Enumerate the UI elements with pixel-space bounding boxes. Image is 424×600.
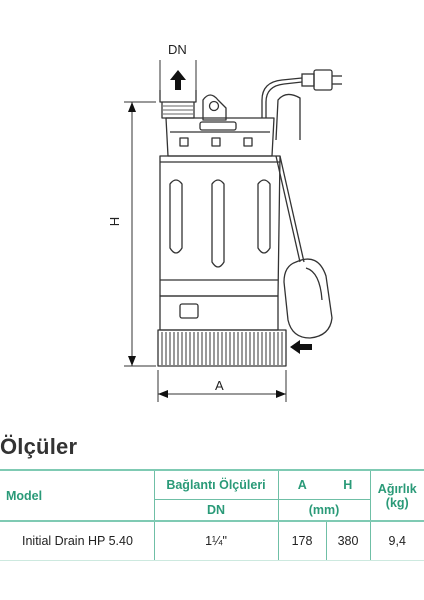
header-a: A	[277, 469, 326, 500]
pump-dimension-drawing	[124, 60, 342, 402]
header-connection: Bağlantı Ölçüleri	[153, 469, 278, 500]
table-subheader-row: DN (mm)	[0, 499, 424, 521]
header-dn: DN	[153, 499, 278, 521]
header-h: H	[326, 469, 370, 500]
header-model: Model	[0, 469, 154, 521]
cell-h: 380	[325, 520, 370, 561]
table-row: Initial Drain HP 5.40 1¼" 178 380 9,4	[0, 520, 424, 561]
dn-dimension-label: DN	[168, 42, 187, 57]
header-mm: (mm)	[277, 499, 370, 521]
height-dimension-label: H	[107, 216, 123, 227]
cell-a: 178	[277, 520, 326, 561]
width-dimension-label: A	[215, 378, 224, 393]
cell-weight: 9,4	[369, 520, 424, 561]
section-title: Ölçüler	[0, 434, 78, 459]
header-weight-line1: Ağırlık	[377, 481, 417, 496]
header-weight-line2: (kg)	[385, 495, 409, 510]
dimensions-table: Model Bağlantı Ölçüleri A H Ağırlık (kg)…	[0, 469, 424, 561]
cell-dn: 1¼"	[153, 520, 278, 561]
table-header-row: Model Bağlantı Ölçüleri A H Ağırlık (kg)	[0, 469, 424, 521]
header-weight: Ağırlık (kg)	[369, 469, 424, 521]
cell-model: Initial Drain HP 5.40	[0, 520, 154, 561]
